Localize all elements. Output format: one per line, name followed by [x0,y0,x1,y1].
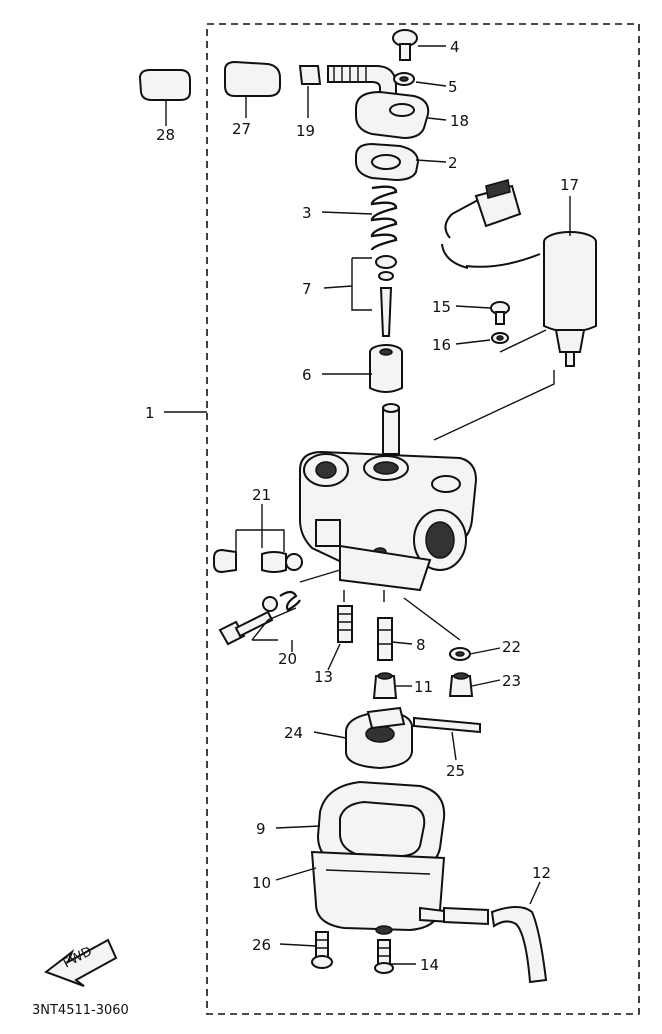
callout-9: 9 [256,820,266,838]
part-22-washer [449,647,471,661]
part-3-spring [370,185,398,251]
assembly-boundary [206,23,640,1015]
callout-27: 27 [232,120,251,138]
body-leader-lines [299,569,461,641]
callout-labels: 1 2 3 4 5 6 7 8 9 10 11 12 13 14 15 16 1… [145,38,579,974]
callout-23: 23 [502,672,521,690]
part-6-throttle-valve [369,344,403,393]
callout-21: 21 [252,486,271,504]
callout-5: 5 [448,78,458,96]
callout-20: 20 [278,650,297,668]
part-10-float-chamber [310,850,453,935]
callout-8: 8 [416,636,426,654]
part-19-clip [298,65,322,85]
callout-12: 12 [532,864,551,882]
part-2-gasket [355,142,420,182]
part-28-cap [138,69,191,101]
fwd-arrow-icon: FWD [43,938,118,987]
part-25-float-pin [413,716,481,734]
callout-28: 28 [156,126,175,144]
callout-13: 13 [314,668,333,686]
part-4-screw [392,29,418,61]
callout-26: 26 [252,936,271,954]
callout-25: 25 [446,762,465,780]
callout-24: 24 [284,724,303,742]
part-13-pilot-jet [337,605,353,643]
part-24-float [345,706,413,770]
callout-7: 7 [302,280,312,298]
callout-10: 10 [252,874,271,892]
part-1-carburetor-body [299,403,478,592]
part-17-starter-unit [441,179,597,367]
part-23-plug [448,672,474,697]
part-8-needle-jet [377,617,393,661]
callout-14: 14 [420,956,439,974]
part-5-washer [393,72,415,86]
part-26-bowl-screw [311,931,333,969]
part-12-drain-hose [443,906,548,984]
callout-22: 22 [502,638,521,656]
callout-4: 4 [450,38,460,56]
callout-leaders [164,45,571,965]
callout-15: 15 [432,298,451,316]
part-7-needle-set [351,255,397,337]
callout-1: 1 [145,404,155,422]
part-20-stop-screw-set [218,590,301,646]
part-16-washer [491,332,509,344]
part-21-pilot-screw-set [213,529,303,574]
part-code: 3NT4511-3060 [32,1003,129,1018]
callout-19: 19 [296,122,315,140]
part-15-screw [490,301,510,325]
part-27-cap [224,60,281,97]
callout-11: 11 [414,678,433,696]
callout-3: 3 [302,204,312,222]
callout-2: 2 [448,154,458,172]
callout-16: 16 [432,336,451,354]
callout-6: 6 [302,366,312,384]
part-14-drain-screw [374,939,394,974]
part-18-top-cover [355,90,430,140]
callout-17: 17 [560,176,579,194]
part-11-main-jet [372,672,398,699]
starter-leader-line [433,329,555,441]
callout-18: 18 [450,112,469,130]
